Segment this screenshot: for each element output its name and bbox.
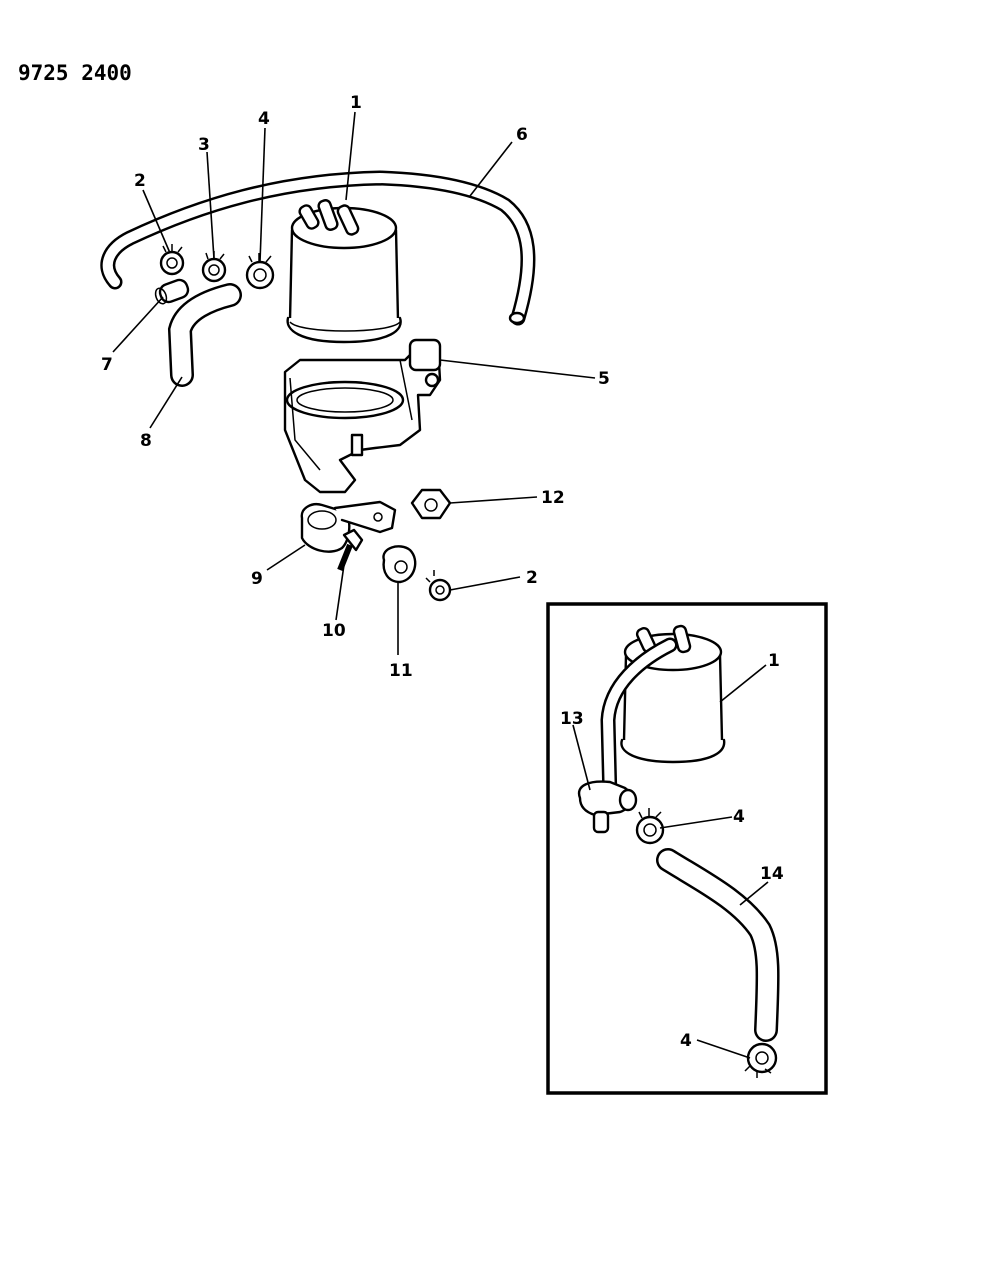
label-4: 4 [258,109,270,129]
hose-clip-9 [300,500,397,553]
bolt-10 [337,528,364,572]
inset-label-4a: 4 [733,807,745,827]
label-10: 10 [322,621,346,641]
bent-hose [167,283,242,387]
inset-frame [546,602,828,1095]
inset-label-13: 13 [560,709,584,729]
label-12: 12 [541,488,565,508]
diagram-code: 9725 2400 [18,61,132,85]
vent-hose [100,170,536,326]
inset-leader-lines [572,664,769,1059]
inset-label-14: 14 [760,864,784,884]
label-2: 2 [134,171,146,191]
label-3: 3 [198,135,210,155]
hose-connector [154,278,190,305]
label-1: 1 [350,93,362,113]
hose-clamp-2 [159,244,185,276]
label-7: 7 [101,355,113,375]
label-6: 6 [516,125,528,145]
inset-bent-hose [656,848,780,1042]
hex-nut-12 [410,488,452,520]
purge-valve [577,780,638,834]
inset-label-1: 1 [768,651,780,671]
grommet-11 [382,545,417,584]
label-8: 8 [140,431,152,451]
inset-hose-clamp-4a [635,808,665,845]
canister-bracket [283,338,442,494]
label-5: 5 [598,369,610,389]
leader-lines [112,111,596,655]
label-2b: 2 [526,568,538,588]
label-11: 11 [389,661,413,681]
vapor-canister [286,199,402,344]
inset-hose-clamp-4b [744,1042,778,1078]
inset-label-4b: 4 [680,1031,692,1051]
hose-clamp-2b [425,570,452,602]
inset-vacuum-hose [600,637,678,808]
label-9: 9 [251,569,263,589]
